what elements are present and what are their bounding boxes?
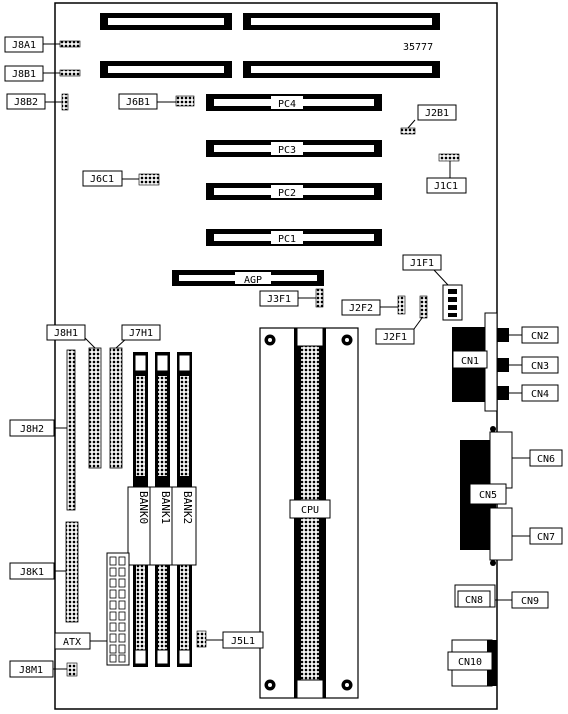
callout-j2f2: J2F2 [341,299,381,316]
svg-text:CN4: CN4 [531,389,549,400]
pci-slot-pc3: PC3 [206,140,382,157]
connector-cn1: CN1 [452,312,498,412]
cn10-label: CN10 [458,657,482,668]
jumper-j5l1 [196,630,207,648]
agp-slot: AGP [172,270,324,286]
jumper-j8a1 [59,40,81,48]
svg-text:J8H1: J8H1 [54,328,78,339]
callout-j6c1: J6C1 [82,170,123,187]
svg-text:J6B1: J6B1 [126,97,150,108]
callout-cn6: CN6 [529,449,563,467]
svg-text:CN3: CN3 [531,361,549,372]
callout-cn9: CN9 [511,591,549,609]
cpu-label: CPU [301,505,319,516]
header-j8h2 [66,349,76,511]
cn1-label: CN1 [461,356,479,367]
pc3-label: PC3 [278,145,296,156]
callout-j8m1: J8M1 [9,660,54,678]
pc2-label: PC2 [278,188,296,199]
svg-text:J8B1: J8B1 [12,69,36,80]
connector-cn8: CN8 [454,584,496,608]
agp-label: AGP [244,275,262,286]
connector-cn5: CN5 [460,426,513,566]
svg-text:J8K1: J8K1 [20,567,44,578]
jumper-j1c1 [438,153,460,162]
pc4-label: PC4 [278,99,296,110]
bank2-label: BANK2 [181,491,194,524]
jumper-j2b1 [400,127,416,135]
svg-text:J2F2: J2F2 [349,303,373,314]
svg-text:J1F1: J1F1 [410,258,434,269]
callout-cn2: CN2 [521,326,559,344]
callout-j2f1: J2F1 [375,328,415,345]
jumper-j6b1 [175,95,195,107]
callout-j7h1: J7H1 [121,324,161,341]
svg-text:J7H1: J7H1 [129,328,153,339]
jumper-j2f1 [419,295,428,319]
svg-text:CN2: CN2 [531,331,549,342]
callout-j3f1: J3F1 [259,290,299,307]
callout-j1c1: J1C1 [426,177,467,194]
board-number: 35777 [403,42,433,53]
pci-slot-pc1: PC1 [206,229,382,246]
callout-j8b1: J8B1 [4,65,44,82]
pci-slot-pc4: PC4 [206,94,382,111]
memory-bank-0: BANK0 [127,352,153,667]
callout-j8b2: J8B2 [6,93,46,110]
svg-text:J8H2: J8H2 [20,424,44,435]
callout-j8a1: J8A1 [4,36,44,53]
svg-text:J8B2: J8B2 [14,97,38,108]
callout-j2b1: J2B1 [417,104,457,121]
svg-text:J8A1: J8A1 [12,40,36,51]
cn5-label: CN5 [479,490,497,501]
svg-text:J2B1: J2B1 [425,108,449,119]
cn8-label: CN8 [465,595,483,606]
jumper-j6c1 [138,173,160,186]
callout-atx: ATX [54,632,91,650]
header-j7h1 [109,347,123,469]
memory-bank-2: BANK2 [171,352,197,667]
svg-text:J8M1: J8M1 [19,665,43,676]
callout-j8h2: J8H2 [9,419,55,437]
cpu-slot: CPU [259,327,359,699]
header-j8h1 [88,347,102,469]
jumper-j8m1 [66,662,78,677]
callout-cn3: CN3 [521,356,559,374]
connector-cn4 [497,386,509,400]
jumper-j8b2 [61,93,69,111]
svg-text:J6C1: J6C1 [90,174,114,185]
callout-cn7: CN7 [529,527,563,545]
callout-j8h1: J8H1 [46,324,86,341]
connector-cn2 [497,328,509,342]
svg-text:ATX: ATX [63,637,81,648]
callout-j8k1: J8K1 [9,562,55,580]
header-j8k1 [65,521,79,623]
connector-cn10: CN10 [447,639,497,687]
callout-j5l1: J5L1 [222,631,264,649]
jumper-j8b1 [59,69,81,77]
svg-text:J3F1: J3F1 [267,294,291,305]
svg-text:CN6: CN6 [537,454,555,465]
svg-text:CN7: CN7 [537,532,555,543]
pc1-label: PC1 [278,234,296,245]
bank0-label: BANK0 [137,491,150,524]
connector-cn3 [497,358,509,372]
callout-cn4: CN4 [521,384,559,402]
callout-j6b1: J6B1 [118,93,158,110]
jumper-j1f1 [442,284,463,321]
memory-bank-1: BANK1 [149,352,175,667]
svg-text:J5L1: J5L1 [231,636,255,647]
svg-text:CN9: CN9 [521,596,539,607]
atx-power-connector [106,552,130,666]
bank1-label: BANK1 [159,491,172,524]
jumper-j2f2 [397,295,406,315]
callout-j1f1: J1F1 [402,254,442,271]
pci-slot-pc2: PC2 [206,183,382,200]
leader-lines [43,43,530,670]
jumper-j3f1 [315,288,324,308]
svg-text:J2F1: J2F1 [383,332,407,343]
svg-text:J1C1: J1C1 [434,181,458,192]
